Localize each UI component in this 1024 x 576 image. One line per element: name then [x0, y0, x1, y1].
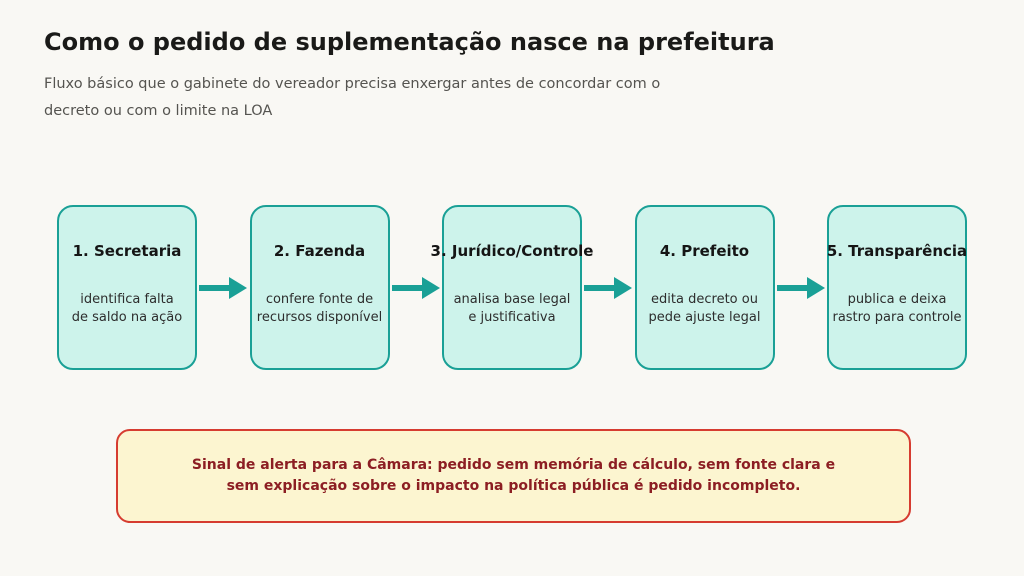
alert-banner: Sinal de alerta para a Câmara: pedido se…	[116, 429, 911, 523]
flow-step-prefeito: 4. Prefeito edita decreto ou pede ajuste…	[634, 205, 775, 370]
header: Como o pedido de suplementação nasce na …	[44, 27, 984, 125]
arrow-right-icon	[390, 276, 443, 300]
flow-step-juridico-controle: 3. Jurídico/Controle analisa base legal …	[431, 205, 593, 370]
flow-diagram: 1. Secretaria identifica falta de saldo …	[57, 205, 967, 370]
step-title: 1. Secretaria	[72, 242, 182, 260]
alert-text: Sinal de alerta para a Câmara: pedido se…	[191, 457, 836, 494]
flow-step-fazenda: 2. Fazenda confere fonte de recursos dis…	[249, 205, 390, 370]
step-body: publica e deixa rastro para controle	[832, 292, 962, 325]
arrow-right-icon	[197, 276, 250, 300]
arrow-right-icon	[582, 276, 635, 300]
arrow-right-icon	[775, 276, 828, 300]
step-title: 3. Jurídico/Controle	[430, 242, 594, 260]
page-subtitle: Fluxo básico que o gabinete do vereador …	[44, 76, 661, 119]
step-body: analisa base legal e justificativa	[453, 292, 571, 325]
step-title: 5. Transparência	[826, 242, 968, 260]
step-body: edita decreto ou pede ajuste legal	[648, 292, 761, 325]
step-body: identifica falta de saldo na ação	[71, 292, 183, 325]
step-title: 4. Prefeito	[659, 242, 750, 260]
page-title: Como o pedido de suplementação nasce na …	[44, 28, 775, 56]
flow-step-transparencia: 5. Transparência publica e deixa rastro …	[827, 205, 967, 370]
step-body: confere fonte de recursos disponível	[256, 292, 383, 325]
flow-step-secretaria: 1. Secretaria identifica falta de saldo …	[57, 205, 197, 370]
step-title: 2. Fazenda	[273, 242, 366, 260]
